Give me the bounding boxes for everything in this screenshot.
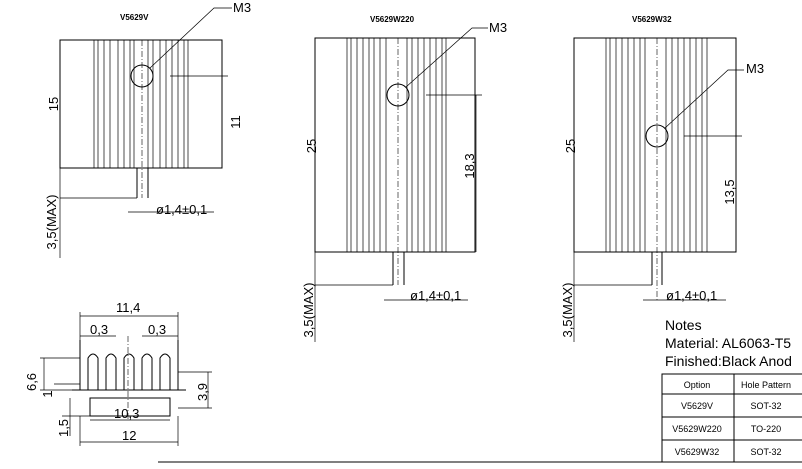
view-v5629v: V5629V M3 15 11 3,5(MAX) xyxy=(44,0,251,258)
fin-lines xyxy=(605,38,708,252)
table-cell: V5629V xyxy=(681,401,713,411)
dim-top-width: 11,4 xyxy=(116,300,140,315)
table-cell: SOT-32 xyxy=(750,401,781,411)
notes-finished: Finished:Black Anod xyxy=(665,353,792,369)
callout-m3: M3 xyxy=(489,20,507,35)
dim-max-gap: 3,5(MAX) xyxy=(560,283,575,338)
profile-tab xyxy=(89,397,171,417)
dim-height: 25 xyxy=(304,139,319,153)
fin-lines xyxy=(93,40,189,168)
view-v5629w220: V5629W220 M3 25 18,3 3,5(MAX) ø1,4±0,1 xyxy=(301,15,507,342)
table-cell: V5629W220 xyxy=(672,424,722,434)
option-table: Option Hole Pattern V5629V SOT-32 V5629W… xyxy=(661,373,802,463)
dim-hole-height: 18,3 xyxy=(462,153,477,178)
callout-leader xyxy=(149,7,232,69)
dim-fin-gap: 1 xyxy=(40,390,55,397)
dim-right-fin: 0,3 xyxy=(148,322,166,337)
view-title-v5629w220: V5629W220 xyxy=(370,15,415,24)
mounting-hole xyxy=(645,124,669,148)
dim-pin-diameter: ø1,4±0,1 xyxy=(156,202,207,217)
dim-inner-width: 10,3 xyxy=(114,406,139,421)
dim-total-width: 12 xyxy=(122,428,136,443)
table-cell: V5629W32 xyxy=(675,447,720,457)
view-title-v5629v: V5629V xyxy=(120,13,149,22)
dim-height: 25 xyxy=(563,139,578,153)
dim-hole-height: 11 xyxy=(228,115,243,129)
view-v5629w32: V5629W32 M3 25 13,5 3,5(MAX) ø1,4±0,1 xyxy=(560,15,764,342)
notes-heading: Notes xyxy=(665,317,702,333)
body-outline xyxy=(59,39,223,169)
table-cell: TO-220 xyxy=(751,424,781,434)
body-outline xyxy=(314,37,476,253)
fin-lines xyxy=(346,38,447,252)
notes-material: Material: AL6063-T5 xyxy=(665,335,791,351)
dim-profile-height: 6,6 xyxy=(24,373,39,391)
dim-max-gap: 3,5(MAX) xyxy=(44,195,59,250)
callout-m3: M3 xyxy=(746,61,764,76)
dim-right-height: 3,9 xyxy=(195,383,210,401)
callout-leader xyxy=(664,69,744,129)
callout-m3: M3 xyxy=(233,0,251,15)
profile-view: 11,4 0,3 0,3 6,6 1 3,9 1,5 10,3 12 xyxy=(24,300,212,446)
dim-height: 15 xyxy=(46,97,61,111)
view-title-v5629w32: V5629W32 xyxy=(632,15,672,24)
table-cell: SOT-32 xyxy=(750,447,781,457)
dim-pin-diameter: ø1,4±0,1 xyxy=(410,288,461,303)
table-header-option: Option xyxy=(684,380,711,390)
dim-left-fin: 0,3 xyxy=(90,322,108,337)
dim-base-gap: 1,5 xyxy=(56,419,71,437)
callout-leader xyxy=(405,27,488,88)
notes-block: Notes Material: AL6063-T5 Finished:Black… xyxy=(665,317,792,369)
dim-max-gap: 3,5(MAX) xyxy=(301,283,316,338)
profile-outline xyxy=(79,340,179,391)
dim-pin-diameter: ø1,4±0,1 xyxy=(666,288,717,303)
dim-hole-height: 13,5 xyxy=(722,179,737,204)
table-header-hole-pattern: Hole Pattern xyxy=(741,380,791,390)
body-outline xyxy=(573,37,737,253)
